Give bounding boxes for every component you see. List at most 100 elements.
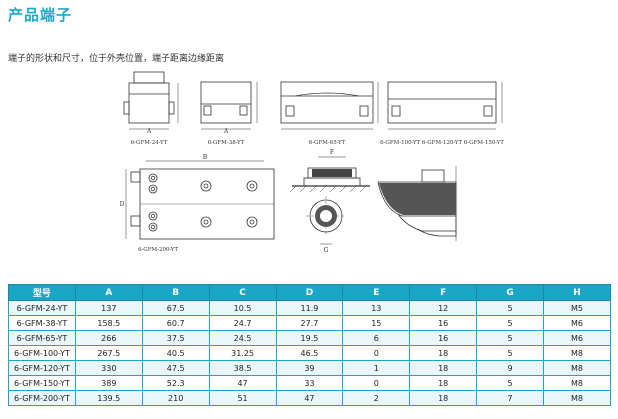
cell-b: 47.5 — [141, 360, 210, 376]
cell-d: 39 — [275, 360, 344, 376]
table-row: 6-GFM-120-YT 330 47.5 38.5 39 1 18 9 M8 — [8, 360, 611, 376]
drawing-6gfm-38 — [200, 81, 258, 130]
cell-a: 266 — [74, 330, 143, 346]
cell-e: 6 — [342, 330, 411, 346]
table-row: 6-GFM-38-YT 158.5 60.7 24.7 27.7 15 16 5… — [8, 315, 611, 331]
table-row: 6-GFM-65-YT 266 37.5 24.5 19.5 6 16 5 M6 — [8, 330, 611, 346]
cell-f: 16 — [409, 330, 478, 346]
cell-g: 5 — [476, 345, 544, 361]
cell-f: 12 — [409, 300, 478, 316]
cell-g: 5 — [476, 330, 544, 346]
terminal-side-shape — [379, 183, 456, 215]
cell-a: 137 — [74, 300, 143, 316]
caption-6gfm-24: 6-GFM-24-YT — [131, 140, 168, 146]
cell-a: 330 — [74, 360, 143, 376]
cell-b: 60.7 — [141, 315, 210, 331]
dim-a-38: A — [223, 128, 229, 135]
cell-b: 210 — [141, 390, 210, 406]
caption-6gfm-65: 6-GFM-65-YT — [309, 140, 346, 146]
cell-model: 6-GFM-200-YT — [8, 390, 76, 406]
cell-g: 9 — [476, 360, 544, 376]
header-f: F — [409, 284, 478, 301]
drawing-6gfm-65 — [280, 81, 379, 130]
cell-e: 2 — [342, 390, 411, 406]
cell-model: 6-GFM-150-YT — [8, 375, 76, 391]
cell-e: 1 — [342, 360, 411, 376]
header-d: D — [275, 284, 344, 301]
section-description: 端子的形状和尺寸，位于外壳位置，端子距离边缘距离 — [8, 54, 225, 64]
cell-d: 33 — [275, 375, 344, 391]
cell-g: 5 — [476, 315, 544, 331]
table-row: 6-GFM-150-YT 389 52.3 47 33 0 18 5 M8 — [8, 375, 611, 391]
terminal-drawings: A A B D F G 6-GFM-24-YT 6-GFM-38-YT 6-GF… — [120, 71, 504, 254]
header-g: G — [476, 284, 544, 301]
terminal-spec-table: 型号 A B C D E F G H 6-GFM-24-YT 137 67.5 … — [8, 284, 611, 406]
cell-e: 15 — [342, 315, 411, 331]
cell-c: 47 — [208, 375, 277, 391]
cell-c: 10.5 — [208, 300, 277, 316]
caption-6gfm-100-150: 6-GFM-100-YT 6-GFM-120-YT 6-GFM-150-YT — [380, 140, 504, 146]
caption-6gfm-200: 6-GFM-200-YT — [138, 247, 178, 253]
dim-g: G — [324, 247, 329, 254]
cell-h: M8 — [543, 375, 611, 391]
table-row: 6-GFM-100-YT 267.5 40.5 31.25 46.5 0 18 … — [8, 345, 611, 361]
cell-b: 40.5 — [141, 345, 210, 361]
drawing-6gfm-24 — [123, 71, 179, 130]
cell-e: 0 — [342, 375, 411, 391]
terminal-nut-shape — [312, 169, 352, 177]
dim-f: F — [330, 149, 334, 156]
drawing-6gfm-100-150 — [387, 81, 503, 130]
cell-d: 46.5 — [275, 345, 344, 361]
cell-h: M5 — [543, 300, 611, 316]
cell-b: 37.5 — [141, 330, 210, 346]
caption-6gfm-38: 6-GFM-38-YT — [208, 140, 245, 146]
cell-e: 0 — [342, 345, 411, 361]
cell-model: 6-GFM-24-YT — [8, 300, 76, 316]
header-b: B — [141, 284, 210, 301]
cell-d: 11.9 — [275, 300, 344, 316]
cell-h: M8 — [543, 360, 611, 376]
header-e: E — [342, 284, 411, 301]
dim-b-200: B — [203, 154, 208, 161]
cell-h: M8 — [543, 390, 611, 406]
cell-g: 5 — [476, 375, 544, 391]
cell-h: M8 — [543, 345, 611, 361]
cell-c: 31.25 — [208, 345, 277, 361]
cell-e: 13 — [342, 300, 411, 316]
cell-f: 18 — [409, 360, 478, 376]
cell-model: 6-GFM-38-YT — [8, 315, 76, 331]
cell-model: 6-GFM-100-YT — [8, 345, 76, 361]
section-title: 产品端子 — [8, 6, 73, 24]
cell-d: 19.5 — [275, 330, 344, 346]
cell-c: 24.5 — [208, 330, 277, 346]
cell-g: 5 — [476, 300, 544, 316]
cell-a: 389 — [74, 375, 143, 391]
cell-a: 158.5 — [74, 315, 143, 331]
header-model: 型号 — [8, 284, 76, 301]
drawing-6gfm-200 — [125, 160, 275, 240]
header-h: H — [543, 284, 611, 301]
cell-d: 47 — [275, 390, 344, 406]
cell-d: 27.7 — [275, 315, 344, 331]
cell-b: 52.3 — [141, 375, 210, 391]
cell-h: M6 — [543, 330, 611, 346]
table-header-row: 型号 A B C D E F G H — [8, 284, 611, 301]
cell-c: 38.5 — [208, 360, 277, 376]
terminal-hole-shape — [320, 210, 332, 222]
cell-h: M6 — [543, 315, 611, 331]
cell-f: 18 — [409, 345, 478, 361]
cell-c: 51 — [208, 390, 277, 406]
dim-a-24: A — [146, 128, 152, 135]
cell-c: 24.7 — [208, 315, 277, 331]
dim-d-200: D — [120, 201, 125, 208]
header-c: C — [208, 284, 277, 301]
table-row: 6-GFM-24-YT 137 67.5 10.5 11.9 13 12 5 M… — [8, 300, 611, 316]
cell-a: 139.5 — [74, 390, 143, 406]
cell-f: 18 — [409, 375, 478, 391]
cell-model: 6-GFM-65-YT — [8, 330, 76, 346]
cell-a: 267.5 — [74, 345, 143, 361]
cell-model: 6-GFM-120-YT — [8, 360, 76, 376]
cell-b: 67.5 — [141, 300, 210, 316]
cell-f: 18 — [409, 390, 478, 406]
cell-f: 16 — [409, 315, 478, 331]
